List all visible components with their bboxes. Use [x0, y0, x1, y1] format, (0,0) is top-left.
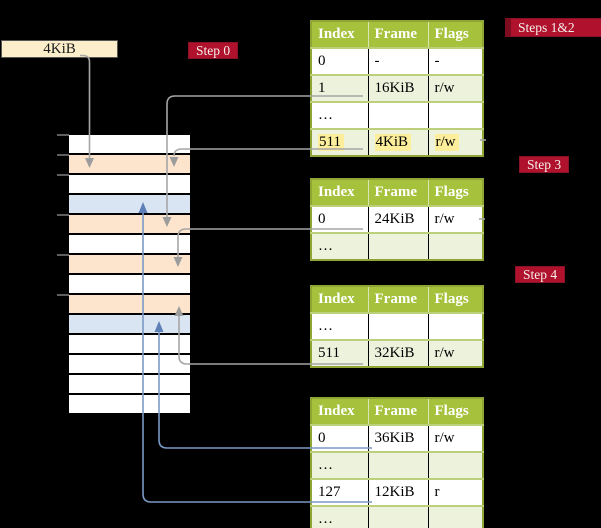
memory-frame-row-orange: [69, 295, 190, 315]
page-table-cell: 511: [311, 128, 368, 156]
page-table-cell: [367, 101, 428, 129]
page-table-cell: [367, 312, 428, 340]
badge-step-3: Step 3: [519, 156, 570, 173]
page-table-cell: [367, 451, 428, 479]
column-header-index: Index: [311, 21, 368, 48]
page-table-cell: …: [311, 232, 368, 260]
memory-frame-row-white: [69, 235, 190, 255]
page-table-cell: 0: [311, 47, 368, 75]
memory-frame-row-blue: [69, 195, 190, 215]
memory-frame-row-white: [69, 135, 190, 155]
page-table-cell: 12KiB: [367, 478, 428, 506]
page-table-cell: 0: [311, 424, 368, 452]
page-table-cell: 0: [311, 205, 368, 233]
column-header-frame: Frame: [367, 21, 428, 48]
page-table-cell: 36KiB: [367, 424, 428, 452]
page-table-cell: [427, 232, 483, 260]
page-table-cell: 127: [311, 478, 368, 506]
column-header-flags: Flags: [427, 21, 483, 48]
page-table-cell: [427, 451, 483, 479]
memory-frame-row-orange: [69, 155, 190, 175]
frame-address-label-box: 4KiB: [1, 40, 118, 58]
page-table-entry: …: [311, 101, 483, 129]
column-header-index: Index: [311, 179, 368, 206]
memory-address-ticks: [57, 134, 69, 296]
page-table-cell: r/w: [427, 74, 483, 102]
page-table-cell: r/w: [427, 339, 483, 367]
page-table-entry: …: [311, 505, 483, 528]
page-table-cell: 1: [311, 74, 368, 102]
page-table-cell: …: [311, 101, 368, 129]
memory-frame-row-orange: [69, 215, 190, 235]
page-table-cell: [427, 312, 483, 340]
page-table-cell: [367, 505, 428, 528]
page-table-cell: 16KiB: [367, 74, 428, 102]
memory-frame-row-white: [69, 395, 190, 415]
page-table-cell: …: [311, 312, 368, 340]
column-header-frame: Frame: [367, 286, 428, 313]
page-table-cell: 511: [311, 339, 368, 367]
page-table-cell: 4KiB: [367, 128, 428, 156]
frame-address-label: 4KiB: [43, 40, 76, 57]
memory-frame-row-blue: [69, 315, 190, 335]
column-header-flags: Flags: [427, 179, 483, 206]
page-table-cell: r/w: [427, 205, 483, 233]
memory-frame-row-white: [69, 375, 190, 395]
badge-steps-1-2: Steps 1&2: [505, 18, 601, 37]
column-header-index: Index: [311, 398, 368, 425]
column-header-frame: Frame: [367, 398, 428, 425]
memory-frame-row-white: [69, 275, 190, 295]
memory-frame-row-white: [69, 175, 190, 195]
page-table-cell: -: [367, 47, 428, 75]
page-table-cell: r/w: [427, 424, 483, 452]
page-table-cell: r: [427, 478, 483, 506]
memory-frame-row-orange: [69, 255, 190, 275]
memory-frame-row-white: [69, 335, 190, 355]
page-table-cell: 32KiB: [367, 339, 428, 367]
badge-step-0: Step 0: [188, 42, 239, 59]
badge-step-4: Step 4: [515, 266, 566, 283]
page-table-entry: …: [311, 232, 483, 260]
page-table-cell: -: [427, 47, 483, 75]
page-table-cell: …: [311, 451, 368, 479]
page-table-cell: [367, 232, 428, 260]
page-table-cell: 24KiB: [367, 205, 428, 233]
memory-frame-row-white: [69, 355, 190, 375]
page-table-cell: …: [311, 505, 368, 528]
column-header-index: Index: [311, 286, 368, 313]
page-table-entry: 0--: [311, 47, 483, 75]
page-table-cell: r/w: [427, 128, 483, 156]
page-table-entry: …: [311, 312, 483, 340]
column-header-frame: Frame: [367, 179, 428, 206]
page-table-cell: [427, 505, 483, 528]
column-header-flags: Flags: [427, 286, 483, 313]
page-table-cell: [427, 101, 483, 129]
page-table-entry: …: [311, 451, 483, 479]
column-header-flags: Flags: [427, 398, 483, 425]
physical-memory-strip: [69, 135, 190, 415]
